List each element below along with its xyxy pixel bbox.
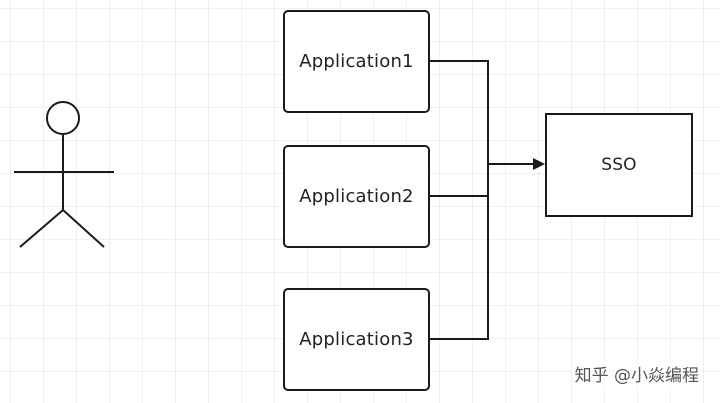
application3-box: Application3 (283, 288, 430, 391)
watermark: 知乎 @小焱编程 (571, 360, 702, 387)
sso-box: SSO (545, 113, 693, 217)
application2-label: Application2 (299, 186, 414, 207)
application1-label: Application1 (299, 51, 414, 72)
application2-box: Application2 (283, 145, 430, 248)
connector-lines (430, 60, 545, 340)
application1-box: Application1 (283, 10, 430, 113)
actor-icon (14, 101, 114, 248)
sso-label: SSO (601, 155, 637, 175)
application3-label: Application3 (299, 329, 414, 350)
